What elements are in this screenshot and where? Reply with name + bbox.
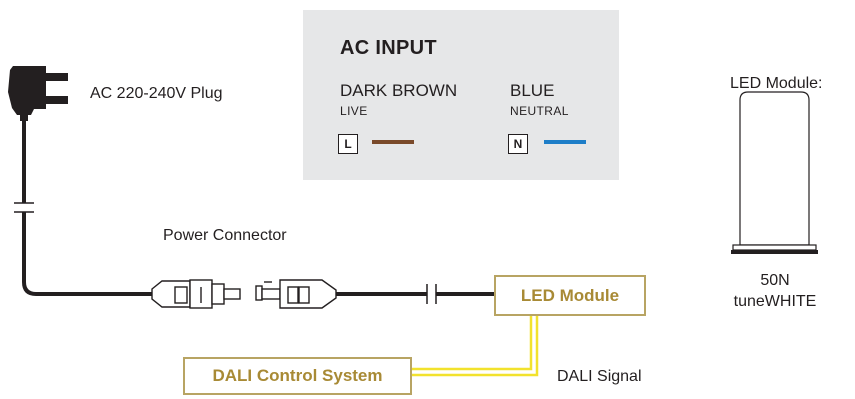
neutral-wire-name: BLUE	[510, 81, 555, 100]
led-module-model: 50N	[760, 272, 790, 289]
led-module-variant: tuneWHITE	[733, 293, 817, 310]
live-wire-swatch	[372, 140, 414, 144]
ac-input-panel: AC INPUT DARK BROWN LIVE L BLUE NEUTRAL …	[303, 10, 619, 180]
dali-control-system-label: DALI Control System	[212, 366, 383, 385]
dali-signal-wires	[410, 316, 539, 377]
plug-label: AC 220-240V Plug	[90, 85, 223, 102]
live-wire-sub: LIVE	[340, 104, 368, 118]
dali-control-system-box: DALI Control System	[183, 357, 412, 395]
led-module-box-label: LED Module	[520, 285, 620, 305]
ac-input-title: AC INPUT	[340, 37, 437, 59]
connector-male-icon	[151, 279, 241, 309]
led-module-box: LED Module	[494, 275, 646, 316]
cable-break-vertical	[14, 202, 34, 213]
power-connector-label: Power Connector	[163, 227, 287, 244]
neutral-terminal-badge: N	[508, 134, 528, 154]
led-module-illustration	[731, 91, 818, 254]
live-wire-name: DARK BROWN	[340, 81, 458, 100]
power-plug-icon	[8, 66, 68, 121]
led-module-heading: LED Module:	[730, 75, 823, 92]
mains-cable	[22, 121, 152, 296]
connector-female-icon	[255, 279, 337, 309]
live-terminal-badge: L	[338, 134, 358, 154]
cable-break-horizontal	[426, 284, 437, 304]
neutral-wire-swatch	[544, 140, 586, 144]
dali-signal-label: DALI Signal	[557, 368, 642, 385]
neutral-wire-sub: NEUTRAL	[510, 104, 569, 118]
